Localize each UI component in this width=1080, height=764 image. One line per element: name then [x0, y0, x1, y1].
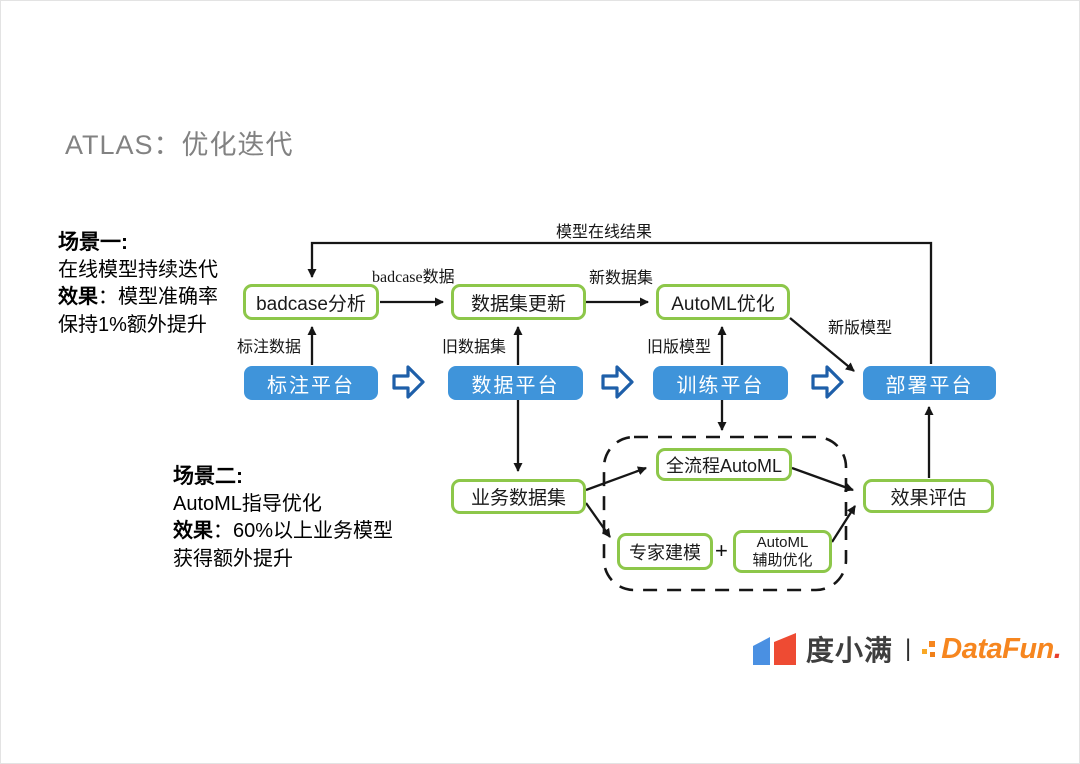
- scenario-1-effect-text: ：模型准确率: [98, 286, 218, 308]
- scenario-2-effect-text: ：60%以上业务模型: [213, 520, 394, 542]
- node-label-platform-label: 标注平台: [267, 374, 355, 397]
- plus-sign: +: [715, 538, 728, 563]
- node-label-platform: 标注平台: [244, 366, 378, 400]
- flow-arrow-icon: [392, 365, 425, 399]
- edge-assist-to-effecteval: [831, 505, 856, 543]
- scenario-1-line1: 在线模型持续迭代: [58, 258, 218, 281]
- edge-businessdataset-to-fullautoml: [585, 466, 647, 492]
- scenario-2-line2: 效果：60%以上业务模型: [173, 518, 423, 546]
- node-expert-modeling-label: 专家建模: [629, 542, 701, 563]
- page-title: ATLAS：优化迭代: [65, 130, 294, 160]
- node-badcase-analysis-label: badcase分析: [256, 293, 366, 315]
- edge-label-labeled-data: 标注数据: [237, 339, 302, 356]
- scenario-2-line1: AutoML指导优化: [173, 492, 322, 515]
- node-dataset-update-label: 数据集更新: [470, 293, 566, 315]
- datafun-pixels-icon: [922, 641, 936, 657]
- scenario-1-line3: 保持1%额外提升: [58, 313, 207, 336]
- node-data-platform-label: 数据平台: [471, 374, 560, 397]
- node-effect-eval: 效果评估: [863, 479, 994, 513]
- duxiaoman-logo-icon: [753, 633, 796, 665]
- node-automl-assist-line2: 辅助优化: [752, 551, 813, 569]
- edge-label-badcase-data: badcase数据: [372, 269, 455, 286]
- scenario-1-heading: 场景一:: [58, 231, 128, 254]
- duxiaoman-logo-text: 度小满: [806, 635, 894, 666]
- flow-arrow-icon: [601, 365, 634, 399]
- footer-logos: 度小满 | DataFun .: [751, 628, 1062, 670]
- node-train-platform-label: 训练平台: [676, 374, 765, 397]
- edge-label-new-dataset: 新数据集: [589, 270, 654, 287]
- edge-feedback-model-online: [307, 241, 933, 364]
- edge-businessdataset-to-expert: [585, 502, 611, 538]
- logo-separator: |: [905, 635, 912, 662]
- edge-label-old-dataset: 旧数据集: [442, 339, 507, 356]
- node-automl-assist: AutoML 辅助优化: [733, 530, 832, 573]
- node-badcase-analysis: badcase分析: [243, 284, 379, 320]
- node-automl-assist-line1: AutoML: [756, 533, 809, 551]
- node-deploy-platform-label: 部署平台: [885, 374, 974, 397]
- edge-label-model-online-result: 模型在线结果: [556, 224, 653, 241]
- scenario-2-block: 场景二: AutoML指导优化 效果：60%以上业务模型 获得额外提升: [173, 463, 423, 573]
- node-data-platform: 数据平台: [448, 366, 583, 400]
- scenario-1-effect-label: 效果: [58, 286, 98, 308]
- scenario-2-effect-label: 效果: [173, 520, 213, 542]
- node-expert-modeling: 专家建模: [617, 533, 713, 570]
- node-effect-eval-label: 效果评估: [890, 487, 967, 509]
- datafun-logo-text: DataFun: [941, 632, 1054, 665]
- node-train-platform: 训练平台: [653, 366, 788, 400]
- node-automl-optimize: AutoML优化: [656, 284, 790, 320]
- node-full-automl: 全流程AutoML: [656, 448, 792, 481]
- scenario-1-block: 场景一: 在线模型持续迭代 效果：模型准确率 保持1%额外提升: [58, 229, 258, 339]
- node-business-dataset-label: 业务数据集: [470, 488, 566, 509]
- node-business-dataset: 业务数据集: [451, 479, 586, 514]
- flow-arrow-icon: [811, 365, 844, 399]
- node-deploy-platform: 部署平台: [863, 366, 996, 400]
- edge-label-new-model: 新版模型: [828, 320, 893, 337]
- node-automl-optimize-label: AutoML优化: [671, 293, 775, 315]
- scenario-2-line3: 获得额外提升: [173, 547, 293, 570]
- scenario-2-heading: 场景二:: [173, 465, 243, 488]
- node-full-automl-label: 全流程AutoML: [665, 455, 783, 476]
- scenario-1-line2: 效果：模型准确率: [58, 284, 258, 312]
- edge-fullautoml-to-effecteval: [791, 466, 854, 492]
- node-dataset-update: 数据集更新: [451, 284, 586, 320]
- datafun-logo-dot: .: [1053, 632, 1062, 665]
- edge-label-old-model: 旧版模型: [647, 339, 712, 356]
